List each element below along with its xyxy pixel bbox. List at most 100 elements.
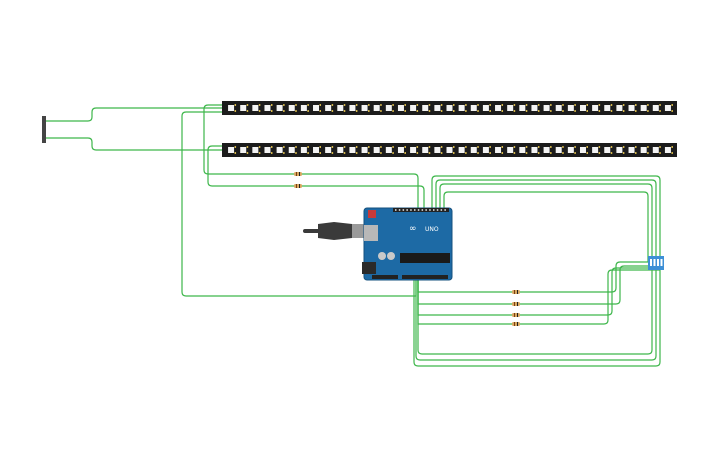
dip-toggle[interactable] — [657, 259, 659, 266]
solder-pad — [453, 152, 455, 154]
solder-pad — [343, 104, 346, 106]
solder-pad — [647, 146, 649, 148]
led-pixel — [361, 105, 368, 111]
solder-pad — [550, 146, 552, 148]
solder-pad — [622, 110, 625, 112]
solder-pad — [489, 152, 491, 154]
solder-pad — [319, 104, 322, 106]
arduino-pcb — [363, 207, 453, 281]
led-strip[interactable] — [222, 101, 677, 115]
solder-pad — [295, 152, 297, 154]
led-pixel — [337, 147, 344, 153]
led-pixel — [507, 147, 514, 153]
wire[interactable] — [413, 270, 661, 367]
solder-pad — [331, 104, 334, 106]
dip-toggle[interactable] — [650, 259, 652, 266]
solder-pad — [258, 110, 261, 112]
solder-pad — [562, 146, 564, 148]
arduino-uno-board[interactable]: ∞ UNO — [362, 207, 453, 281]
wire[interactable] — [207, 145, 425, 208]
usb-cable[interactable] — [303, 222, 364, 240]
solder-pad — [671, 110, 673, 112]
wire[interactable] — [439, 183, 653, 262]
wire[interactable] — [443, 191, 649, 262]
led-pixel — [410, 147, 417, 153]
solder-pad — [355, 104, 358, 106]
solder-pad — [416, 152, 419, 154]
led-pixel — [361, 147, 368, 153]
resistor[interactable] — [512, 322, 520, 326]
resistor-band — [514, 322, 515, 326]
led-pixel — [349, 105, 356, 111]
solder-pad — [368, 146, 370, 148]
resistor[interactable] — [512, 290, 520, 294]
resistor-band — [514, 290, 515, 294]
led-pixel — [458, 105, 465, 111]
led-pixel — [543, 147, 550, 153]
solder-pad — [574, 110, 576, 112]
wire[interactable] — [417, 265, 652, 305]
solder-pad — [453, 146, 455, 148]
led-pixel — [604, 147, 611, 153]
led-pixel — [555, 105, 562, 111]
wire[interactable] — [203, 104, 419, 208]
led-pixel — [470, 105, 477, 111]
wire[interactable] — [46, 137, 222, 151]
wire[interactable] — [431, 175, 661, 262]
led-pixel — [628, 147, 635, 153]
solder-pad — [525, 110, 528, 112]
resistor[interactable] — [294, 172, 302, 176]
header-pin — [410, 209, 412, 211]
capacitor-1 — [378, 252, 386, 260]
solder-pad — [501, 146, 504, 148]
led-pixel — [288, 105, 295, 111]
resistor[interactable] — [512, 302, 520, 306]
resistor[interactable] — [294, 184, 302, 188]
solder-pad — [635, 146, 637, 148]
led-pixel — [628, 105, 635, 111]
dip-switch[interactable] — [648, 256, 664, 270]
resistor-band — [517, 313, 518, 317]
wire[interactable] — [417, 261, 648, 293]
led-pixel — [313, 147, 320, 153]
solder-pad — [477, 110, 479, 112]
led-pixel — [397, 105, 404, 111]
solder-pad — [647, 110, 649, 112]
solder-pad — [574, 104, 576, 106]
solder-pad — [392, 104, 394, 106]
wire[interactable] — [181, 111, 417, 297]
dip-toggle[interactable] — [660, 259, 663, 266]
solder-pad — [659, 104, 661, 106]
wire[interactable] — [417, 269, 660, 325]
solder-pad — [331, 152, 334, 154]
wire[interactable] — [435, 179, 657, 262]
led-pixel — [531, 105, 538, 111]
resistor[interactable] — [512, 313, 520, 317]
solder-pad — [489, 110, 491, 112]
led-pixel — [555, 147, 562, 153]
solder-pad — [307, 110, 309, 112]
dip-switch-toggles — [650, 259, 663, 266]
wire[interactable] — [415, 270, 657, 361]
led-pixel — [592, 147, 599, 153]
solder-pad — [380, 110, 382, 112]
dip-toggle[interactable] — [653, 259, 656, 266]
wire[interactable] — [46, 107, 222, 122]
wire[interactable] — [417, 267, 656, 316]
led-strip[interactable] — [222, 143, 677, 157]
solder-pad — [343, 110, 346, 112]
resistor-body — [512, 290, 520, 294]
solder-pad — [343, 152, 346, 154]
solder-pad — [574, 146, 576, 148]
solder-pad — [283, 146, 285, 148]
power-connector[interactable] — [42, 116, 46, 143]
analog-header — [402, 275, 448, 279]
wire[interactable] — [417, 270, 653, 355]
resistor-body — [512, 302, 520, 306]
solder-pad — [258, 146, 261, 148]
solder-pad — [355, 110, 358, 112]
solder-pad — [283, 152, 285, 154]
solder-pad — [380, 104, 382, 106]
led-pixel — [652, 147, 659, 153]
solder-pad — [270, 152, 273, 154]
